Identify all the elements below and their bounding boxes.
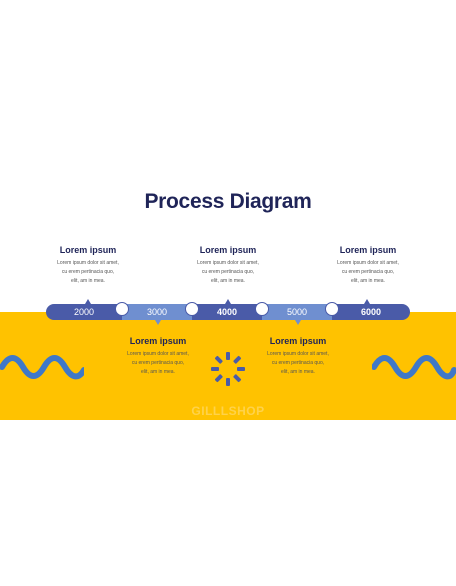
slide-title: Process Diagram	[144, 190, 312, 213]
yellow-band	[0, 312, 456, 420]
step-line: elit, am in mea.	[351, 278, 385, 284]
pointer-step-2	[155, 320, 161, 325]
step-description: Lorem ipsum dolor sit amet, cu erem pert…	[103, 350, 213, 377]
step-description: Lorem ipsum dolor sit amet, cu erem pert…	[313, 259, 423, 286]
timeline-bar: 2000 3000 4000 5000 6000	[46, 304, 410, 320]
step-line: cu erem pertinacia quo,	[201, 269, 255, 275]
step-heading: Lorem ipsum	[59, 245, 117, 255]
step-line: elit, am in mea.	[71, 278, 105, 284]
pointer-step-4	[295, 320, 301, 325]
step-heading: Lorem ipsum	[129, 336, 187, 346]
wave-right-icon	[372, 355, 456, 380]
step-block-1: Lorem ipsum Lorem ipsum dolor sit amet, …	[33, 245, 143, 286]
watermark-text: GILLLSHOP	[191, 404, 265, 418]
timeline-year-2: 3000	[122, 304, 192, 320]
timeline-node	[325, 302, 339, 316]
step-line: Lorem ipsum dolor sit amet,	[57, 260, 119, 266]
step-line: elit, am in mea.	[211, 278, 245, 284]
step-block-3: Lorem ipsum Lorem ipsum dolor sit amet, …	[173, 245, 283, 286]
step-description: Lorem ipsum dolor sit amet, cu erem pert…	[243, 350, 353, 377]
sunburst-icon	[211, 352, 245, 386]
step-description: Lorem ipsum dolor sit amet, cu erem pert…	[173, 259, 283, 286]
step-block-4: Lorem ipsum Lorem ipsum dolor sit amet, …	[243, 336, 353, 377]
timeline-node	[115, 302, 129, 316]
step-line: Lorem ipsum dolor sit amet,	[337, 260, 399, 266]
step-heading: Lorem ipsum	[339, 245, 397, 255]
step-line: cu erem pertinacia quo,	[271, 360, 325, 366]
step-line: Lorem ipsum dolor sit amet,	[127, 351, 189, 357]
timeline-year-5: 6000	[332, 304, 410, 320]
step-block-5: Lorem ipsum Lorem ipsum dolor sit amet, …	[313, 245, 423, 286]
step-description: Lorem ipsum dolor sit amet, cu erem pert…	[33, 259, 143, 286]
timeline-year-3: 4000	[192, 304, 262, 320]
timeline-node	[185, 302, 199, 316]
timeline-year-1: 2000	[46, 304, 122, 320]
step-heading: Lorem ipsum	[199, 245, 257, 255]
timeline-year-4: 5000	[262, 304, 332, 320]
step-line: cu erem pertinacia quo,	[61, 269, 115, 275]
step-line: Lorem ipsum dolor sit amet,	[197, 260, 259, 266]
step-line: elit, am in mea.	[141, 369, 175, 375]
wave-left-icon	[0, 355, 84, 380]
step-block-2: Lorem ipsum Lorem ipsum dolor sit amet, …	[103, 336, 213, 377]
pointer-step-1	[85, 299, 91, 304]
step-line: cu erem pertinacia quo,	[131, 360, 185, 366]
pointer-step-5	[364, 299, 370, 304]
step-line: elit, am in mea.	[281, 369, 315, 375]
step-line: cu erem pertinacia quo,	[341, 269, 395, 275]
step-heading: Lorem ipsum	[269, 336, 327, 346]
timeline-node	[255, 302, 269, 316]
step-line: Lorem ipsum dolor sit amet,	[267, 351, 329, 357]
pointer-step-3	[225, 299, 231, 304]
